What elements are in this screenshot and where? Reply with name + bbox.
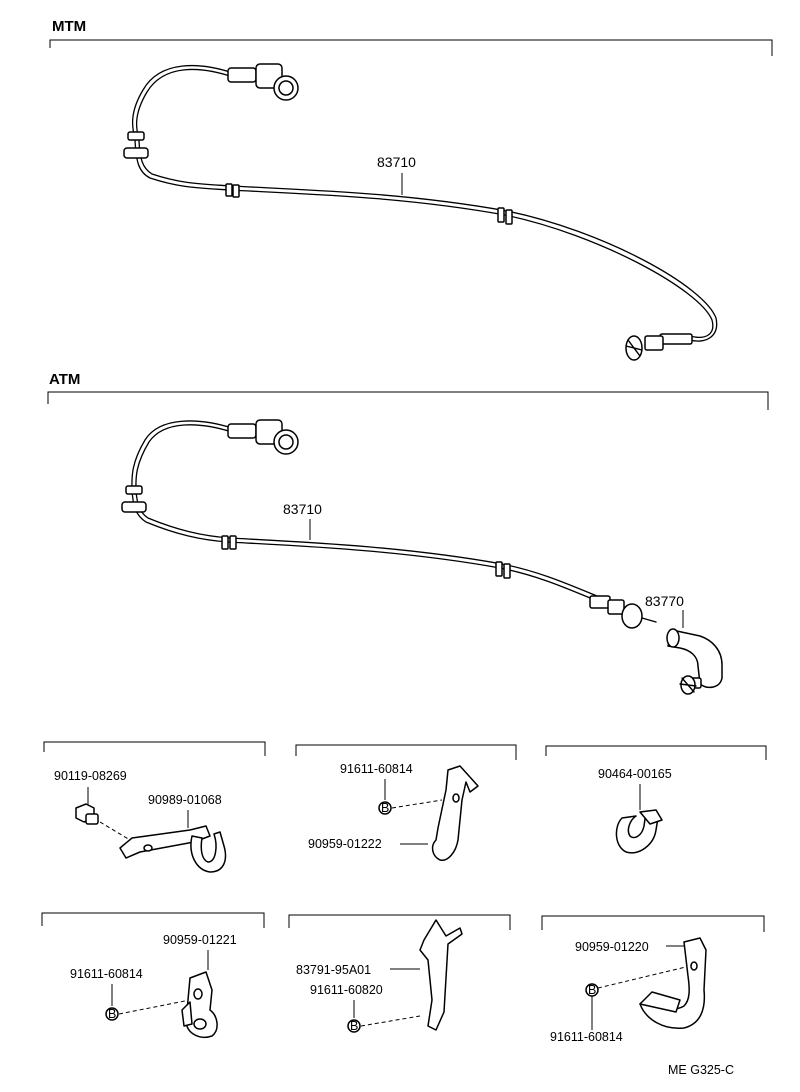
detail-box-3: 90464-00165 xyxy=(545,745,767,854)
detail-4-label-2: 91611-60814 xyxy=(70,967,143,981)
part-number-adapter: 83770 xyxy=(645,593,684,609)
detail-box-4: 90959-01221 91611-60814 B xyxy=(41,912,265,1038)
bracket-icon xyxy=(419,919,463,1031)
svg-text:B: B xyxy=(350,1019,358,1033)
section-title-mtm: MTM xyxy=(52,18,86,35)
detail-6-label-1: 90959-01220 xyxy=(575,940,649,954)
detail-box-1: 90119-08269 90989-01068 xyxy=(43,741,266,873)
section-bracket-mtm xyxy=(49,39,773,56)
part-number-cable-mtm: 83710 xyxy=(377,154,416,170)
detail-6-label-2: 91611-60814 xyxy=(550,1030,623,1044)
detail-1-label-1: 90119-08269 xyxy=(54,769,127,783)
detail-2-label-2: 90959-01222 xyxy=(308,837,382,851)
section-atm: ATM 83710 xyxy=(47,371,769,695)
marker-b-icon xyxy=(105,1007,119,1021)
marker-b-icon xyxy=(347,1019,361,1033)
part-number-cable-atm: 83710 xyxy=(283,501,322,517)
section-mtm: MTM 83710 xyxy=(49,18,773,361)
detail-2-label-1: 91611-60814 xyxy=(340,762,413,776)
svg-text:B: B xyxy=(108,1007,116,1021)
marker-b-icon xyxy=(378,801,392,815)
detail-box-2: 91611-60814 B 90959-01222 xyxy=(295,744,517,861)
section-title-atm: ATM xyxy=(49,371,80,388)
detail-5-label-2: 91611-60820 xyxy=(310,983,383,997)
detail-3-label-1: 90464-00165 xyxy=(598,767,672,781)
svg-text:B: B xyxy=(381,801,389,815)
cable-adapter xyxy=(666,628,723,695)
detail-5-label-1: 83791-95A01 xyxy=(296,963,371,977)
svg-text:B: B xyxy=(588,983,596,997)
clamp-icon xyxy=(181,971,218,1038)
speedometer-cable-mtm xyxy=(123,63,718,361)
detail-4-label-1: 90959-01221 xyxy=(163,933,237,947)
detail-box-6: 90959-01220 B 91611-60814 xyxy=(541,915,765,1044)
clip-icon xyxy=(615,809,663,854)
detail-box-5: 83791-95A01 91611-60820 B xyxy=(288,914,511,1033)
diagram-code: ME G325-C xyxy=(668,1063,734,1077)
clamp-icon xyxy=(119,825,227,873)
section-bracket-atm xyxy=(47,391,769,410)
speedometer-cable-atm xyxy=(121,419,657,629)
clamp-icon xyxy=(639,937,707,1029)
bracket-icon xyxy=(431,765,479,861)
bolt-icon xyxy=(75,803,99,825)
detail-1-label-2: 90989-01068 xyxy=(148,793,222,807)
